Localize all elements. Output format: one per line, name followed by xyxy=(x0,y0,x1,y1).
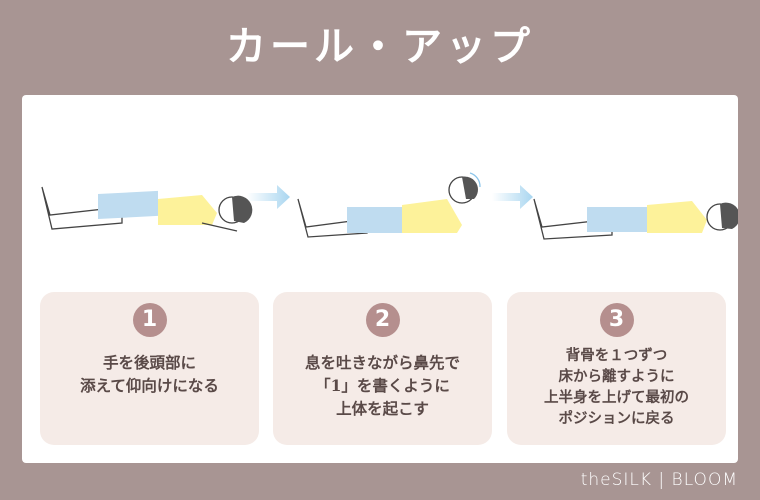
step-number-badge: 3 xyxy=(599,303,634,337)
content-panel: 1 手を後頭部に 添えて仰向けになる 2 息を吐きながら鼻先で 「1」を書くよう… xyxy=(22,95,738,463)
arrow-icon xyxy=(492,185,533,209)
page-title: カール・アップ xyxy=(226,23,534,70)
step-number-badge: 2 xyxy=(365,303,400,337)
step-card-1: 1 手を後頭部に 添えて仰向けになる xyxy=(40,292,259,445)
step-text: 背骨を１つずつ 床から離すように 上半身を上げて最初の ポジションに戻る xyxy=(544,347,689,427)
step-card-3: 3 背骨を１つずつ 床から離すように 上半身を上げて最初の ポジションに戻る xyxy=(507,292,726,445)
brand-logo: theSILK | BLOOM xyxy=(580,470,738,490)
step-text: 息を吐きながら鼻先で 「1」を書くように 上体を起こす xyxy=(304,353,460,418)
step-card-2: 2 息を吐きながら鼻先で 「1」を書くように 上体を起こす xyxy=(273,292,492,445)
step-number-badge: 1 xyxy=(132,303,167,337)
figure-curl-up xyxy=(297,172,481,238)
step-text: 手を後頭部に 添えて仰向けになる xyxy=(80,353,219,395)
figure-lying-start xyxy=(41,186,253,232)
exercise-illustrations xyxy=(41,172,738,240)
arrow-icon xyxy=(247,185,290,209)
figure-lying-return xyxy=(533,198,738,240)
